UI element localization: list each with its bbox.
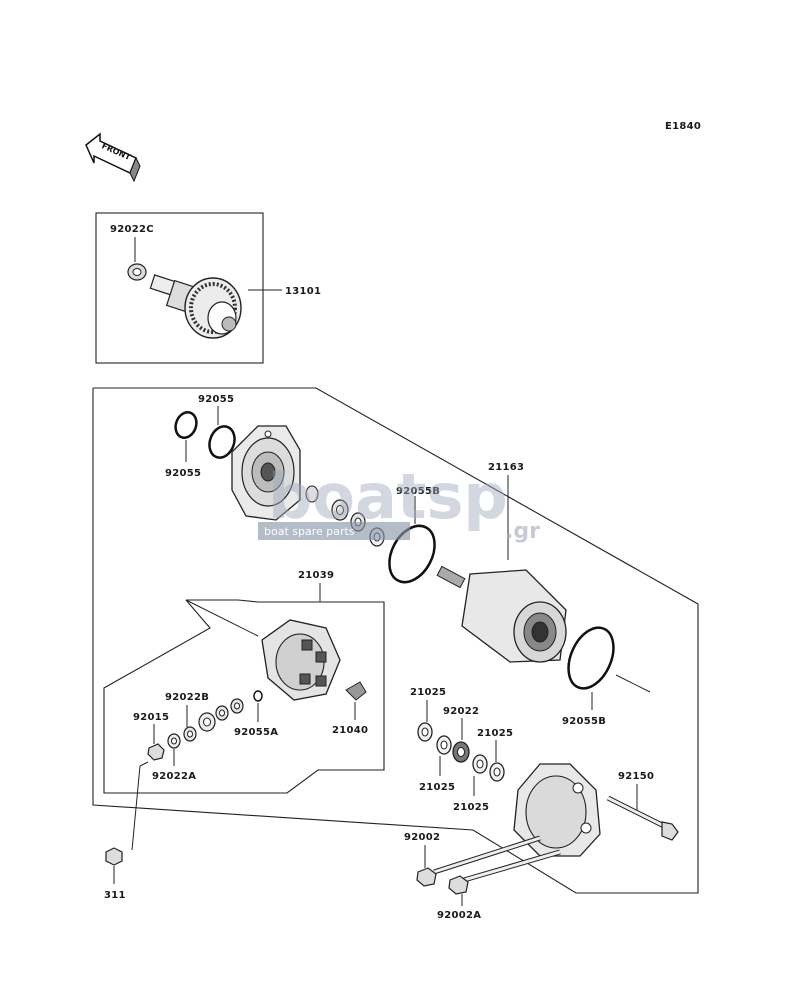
brush-spring-21040 xyxy=(345,681,367,701)
bolt-92002A xyxy=(448,849,561,895)
bolt-92002 xyxy=(416,835,541,887)
starter-drive-13101 xyxy=(149,274,242,339)
bolt-92150 xyxy=(606,795,679,841)
o-ring-92055-b xyxy=(174,411,198,439)
motor-yoke-21163 xyxy=(436,565,567,663)
box-13101 xyxy=(95,212,264,364)
o-ring-92055B-top xyxy=(388,524,436,584)
front-arrow-icon: FRONT xyxy=(85,132,141,183)
label-92002: 92002 xyxy=(404,832,440,843)
label-92022: 92022 xyxy=(443,706,479,717)
frame-21163 xyxy=(92,387,699,894)
watermark-tagline: boat spare parts xyxy=(264,525,355,538)
label-92015: 92015 xyxy=(133,712,169,723)
label-92022B: 92022B xyxy=(165,692,209,703)
label-21039: 21039 xyxy=(298,570,334,581)
label-21163: 21163 xyxy=(488,462,524,473)
watermark-tld: .gr xyxy=(505,519,540,544)
label-92022A: 92022A xyxy=(152,771,196,782)
o-ring-92055-a xyxy=(208,425,236,459)
watermark-brand: boatsp xyxy=(268,460,508,533)
label-92150: 92150 xyxy=(618,771,654,782)
washers-92022B xyxy=(183,698,244,742)
label-21025-d: 21025 xyxy=(453,802,489,813)
o-ring-92055A xyxy=(253,690,263,702)
label-21025-c: 21025 xyxy=(419,782,455,793)
watermark: boatsp .gr boat spare parts xyxy=(258,460,540,544)
label-92055-left: 92055 xyxy=(165,468,201,479)
label-92055-top: 92055 xyxy=(198,394,234,405)
washer-92022C xyxy=(127,263,147,281)
label-21025-b: 21025 xyxy=(477,728,513,739)
label-21025-a: 21025 xyxy=(410,687,446,698)
brush-holder-21039 xyxy=(261,619,341,701)
label-92055B-bottom: 92055B xyxy=(562,716,606,727)
frame-21039 xyxy=(103,599,385,794)
label-92002A: 92002A xyxy=(437,910,481,921)
o-ring-92055B-bottom xyxy=(567,626,615,690)
label-21040: 21040 xyxy=(332,725,368,736)
label-92055A: 92055A xyxy=(234,727,278,738)
washers-21025 xyxy=(417,722,505,782)
nut-92015 xyxy=(147,743,165,761)
label-311: 311 xyxy=(104,890,126,901)
label-92022C: 92022C xyxy=(110,224,154,235)
front-cover xyxy=(231,425,301,521)
nut-311 xyxy=(105,847,123,866)
label-92055B-top: 92055B xyxy=(396,486,440,497)
rear-cover xyxy=(513,763,601,857)
label-13101: 13101 xyxy=(285,286,321,297)
diagram-code: E1840 xyxy=(665,121,701,132)
